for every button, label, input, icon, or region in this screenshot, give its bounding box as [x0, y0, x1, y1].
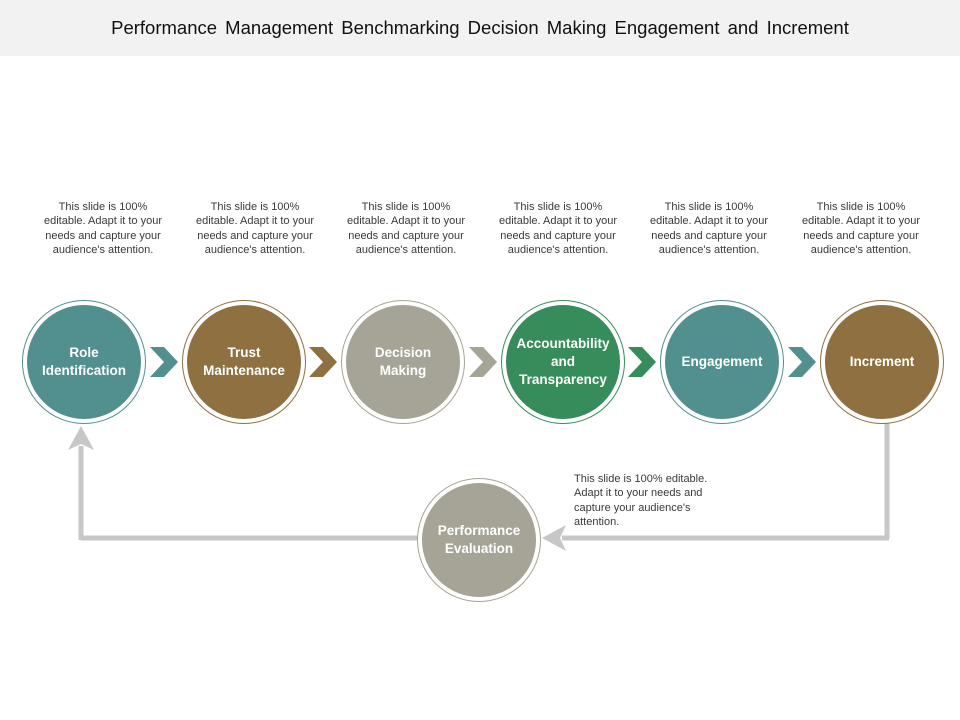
step-1-label: Role Identification — [27, 305, 141, 419]
step-6-label: Increment — [825, 305, 939, 419]
chevron-arrow-2 — [309, 347, 337, 377]
step-engagement: Engagement — [660, 300, 784, 424]
evaluation-description: This slide is 100% editable. Adapt it to… — [574, 473, 708, 529]
title-bar: Performance Management Benchmarking Deci… — [0, 0, 960, 56]
step-trust-maintenance: Trust Maintenance — [182, 300, 306, 424]
step-accountability-transparency: Accountability and Transparency — [501, 300, 625, 424]
step-3-description: This slide is 100% editable. Adapt it to… — [346, 201, 466, 257]
step-1-description: This slide is 100% editable. Adapt it to… — [43, 201, 163, 257]
step-5-label: Engagement — [665, 305, 779, 419]
evaluation-label: Performance Evaluation — [422, 483, 536, 597]
step-role-identification: Role Identification — [22, 300, 146, 424]
step-decision-making: Decision Making — [341, 300, 465, 424]
loop-arrowhead-up — [68, 426, 94, 450]
step-6-description: This slide is 100% editable. Adapt it to… — [801, 201, 921, 257]
loop-arrowhead-left — [542, 525, 566, 551]
chevron-arrow-5 — [788, 347, 816, 377]
chevron-arrow-4 — [628, 347, 656, 377]
step-5-description: This slide is 100% editable. Adapt it to… — [649, 201, 769, 257]
chevron-arrow-3 — [469, 347, 497, 377]
step-2-label: Trust Maintenance — [187, 305, 301, 419]
step-2-description: This slide is 100% editable. Adapt it to… — [195, 201, 315, 257]
chevron-arrow-1 — [150, 347, 178, 377]
step-4-description: This slide is 100% editable. Adapt it to… — [498, 201, 618, 257]
step-3-label: Decision Making — [346, 305, 460, 419]
step-increment: Increment — [820, 300, 944, 424]
step-4-label: Accountability and Transparency — [506, 305, 620, 419]
step-performance-evaluation: Performance Evaluation — [417, 478, 541, 602]
slide-title: Performance Management Benchmarking Deci… — [111, 17, 849, 38]
